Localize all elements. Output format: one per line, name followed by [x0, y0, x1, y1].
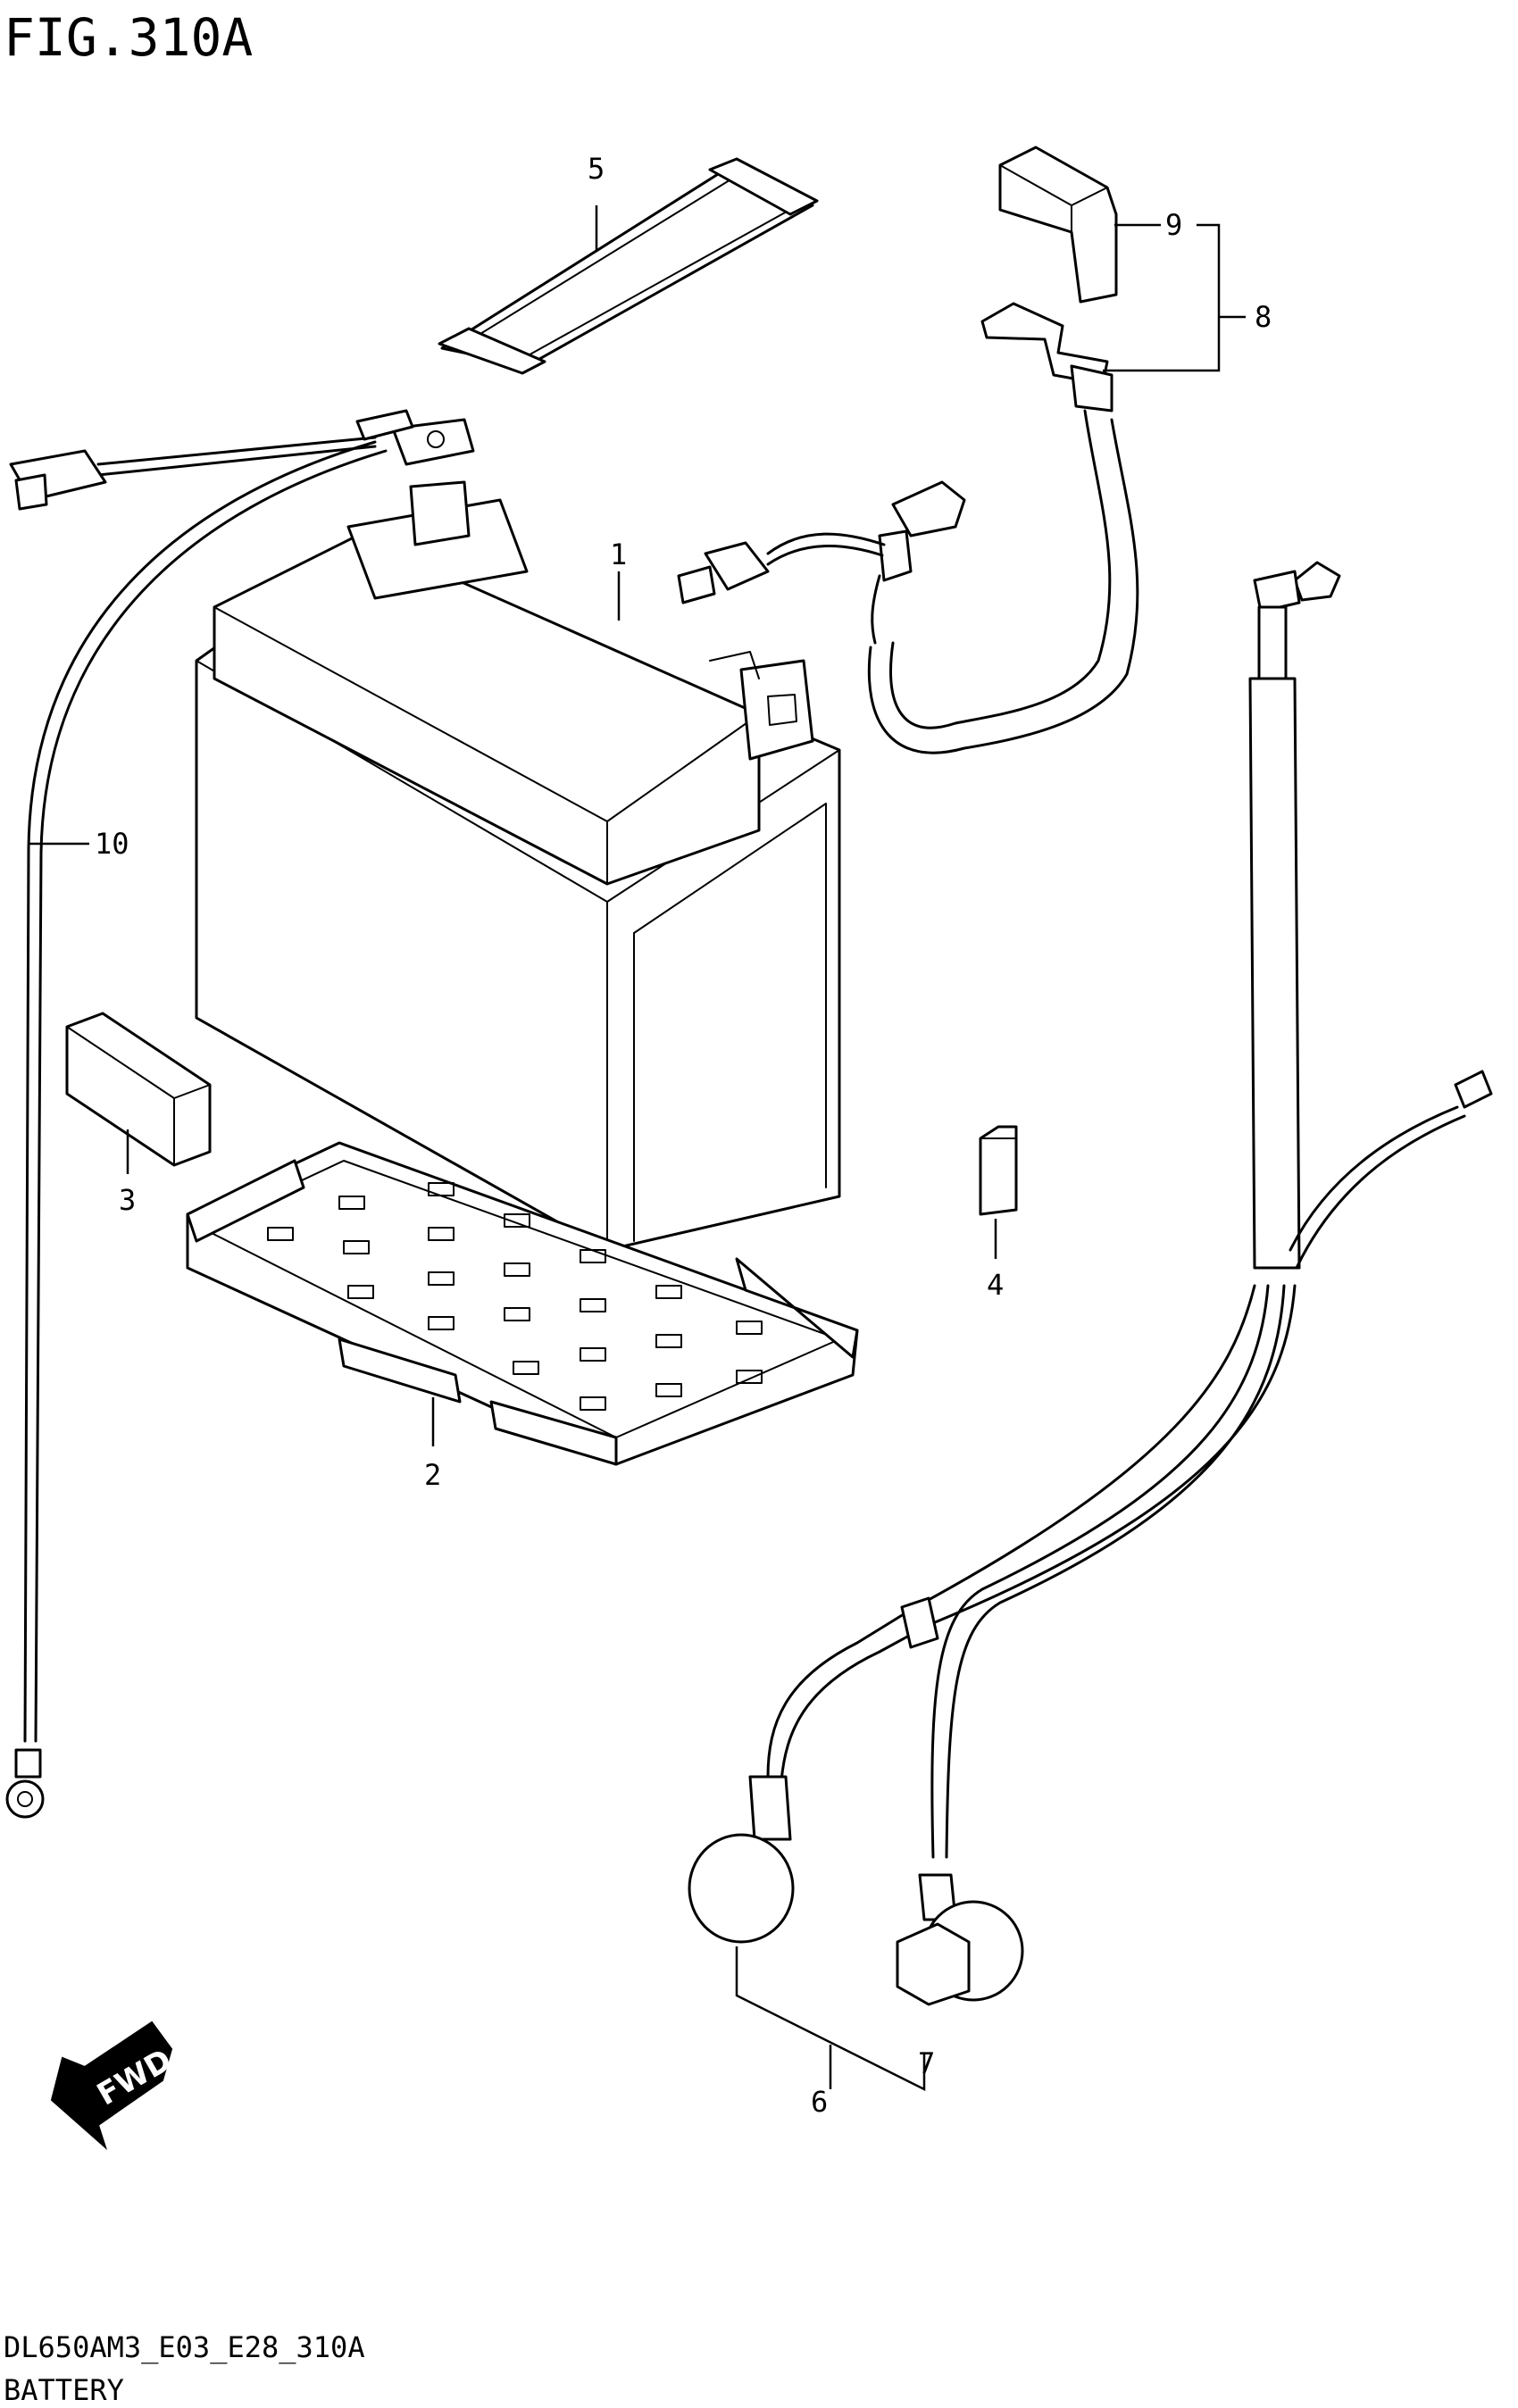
- battery-harness: [688, 561, 1493, 2006]
- callout-leaders: [29, 205, 1246, 2092]
- callout-6: 6: [811, 2085, 828, 2119]
- callout-7: 7: [918, 2046, 935, 2080]
- positive-lead-wire: [677, 302, 1139, 754]
- callout-9: 9: [1165, 208, 1182, 242]
- callout-5: 5: [588, 152, 605, 186]
- fwd-arrow-icon: [50, 2021, 173, 2151]
- battery-tray: [186, 1141, 859, 1466]
- callout-8: 8: [1255, 300, 1272, 334]
- callout-4: 4: [987, 1268, 1004, 1302]
- battery: [195, 480, 841, 1252]
- ground-lead-wire: [5, 409, 475, 1819]
- battery-strap: [438, 157, 819, 375]
- forward-direction-badge: FWD: [50, 2021, 178, 2151]
- callout-2: 2: [424, 1458, 441, 1492]
- diagram-name: BATTERY: [4, 2373, 124, 2407]
- terminal-cover: [998, 146, 1118, 304]
- callout-3: 3: [119, 1183, 136, 1217]
- callout-1: 1: [610, 537, 627, 571]
- battery-pad: [65, 1012, 212, 1167]
- small-pad: [979, 1125, 1018, 1216]
- figure-title: FIG.310A: [4, 7, 253, 68]
- diagram-code: DL650AM3_E03_E28_310A: [4, 2330, 365, 2364]
- callout-10: 10: [95, 827, 129, 861]
